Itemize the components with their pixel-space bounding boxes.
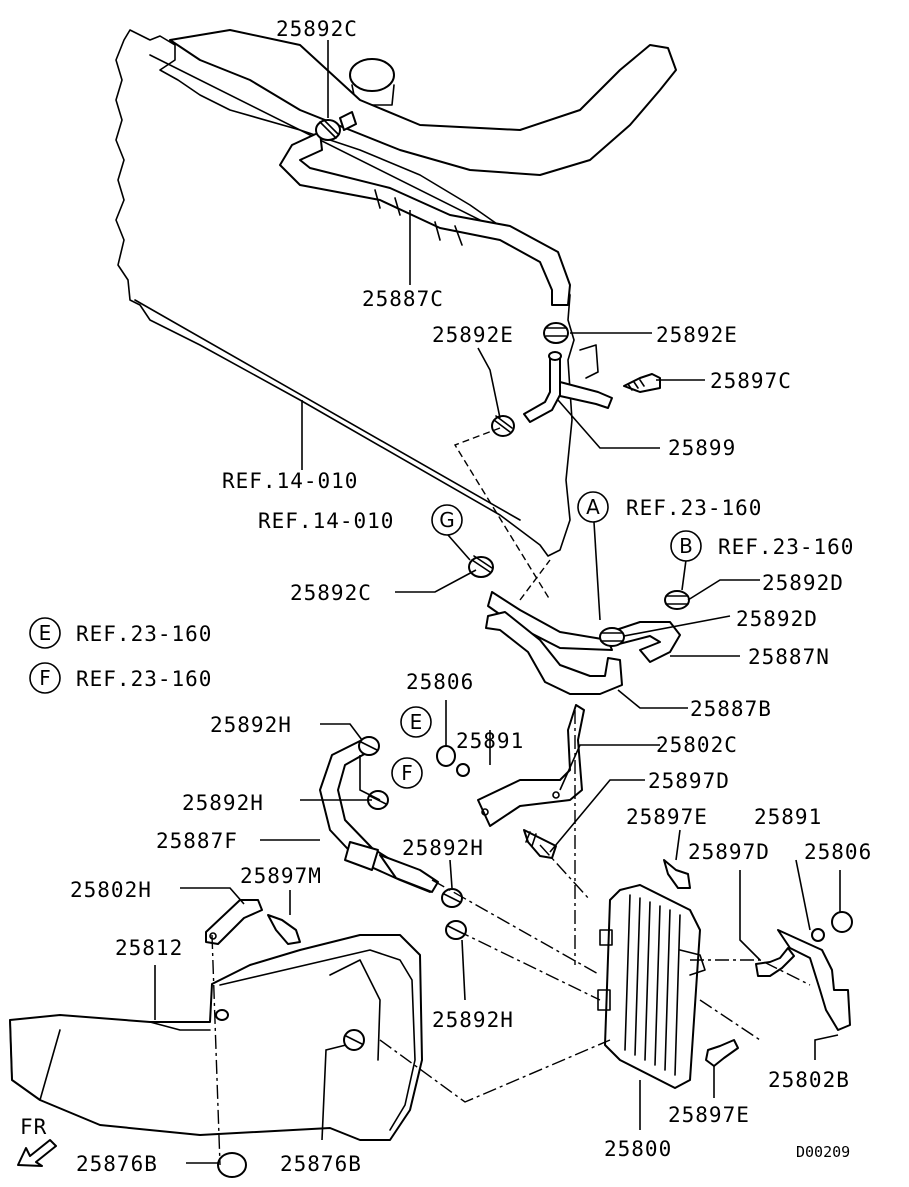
hose-25887F <box>319 739 439 893</box>
label-25887F: 25887F <box>156 829 238 853</box>
callout-E-hose: E <box>400 706 432 738</box>
callout-A: A <box>577 491 609 523</box>
label-ref-14-010-a: REF.14-010 <box>222 469 358 493</box>
clamps-25892D <box>599 590 690 647</box>
label-ref-23-160-e: REF.23-160 <box>76 622 212 646</box>
label-25887C: 25887C <box>362 287 444 311</box>
label-ref-23-160-f: REF.23-160 <box>76 667 212 691</box>
label-25891-mid: 25891 <box>456 729 524 753</box>
drawing-code: D00209 <box>796 1143 850 1161</box>
label-25892E-left: 25892E <box>432 323 514 347</box>
collar-25891-mid <box>456 763 470 777</box>
radiator-outline <box>115 29 575 557</box>
svg-text:G: G <box>439 508 455 532</box>
hose-25887N <box>487 591 681 663</box>
label-25802H: 25802H <box>70 878 152 902</box>
bolt-25897C <box>623 373 661 393</box>
callout-F-legend: F <box>29 662 61 694</box>
label-25892D-2: 25892D <box>736 607 818 631</box>
label-25892H-2: 25892H <box>182 791 264 815</box>
grommet-25806-right <box>831 911 853 933</box>
label-25876B-right: 25876B <box>280 1152 362 1176</box>
label-25892C-mid: 25892C <box>290 581 372 605</box>
label-25892C-top: 25892C <box>276 17 358 41</box>
label-25876B-left: 25876B <box>76 1152 158 1176</box>
svg-text:A: A <box>586 495 600 519</box>
label-25812: 25812 <box>115 936 183 960</box>
bracket-25802B <box>777 929 851 1031</box>
callout-G: G <box>431 504 463 536</box>
grommet-25806-mid <box>436 745 456 767</box>
label-25892H-4: 25892H <box>432 1008 514 1032</box>
bracket-25802C <box>477 704 585 827</box>
svg-text:B: B <box>679 534 693 558</box>
svg-text:E: E <box>39 621 52 645</box>
label-ref-23-160-a: REF.23-160 <box>626 496 762 520</box>
front-direction-arrow-icon <box>17 1139 57 1167</box>
bolt-25897M <box>267 914 301 945</box>
oil-cooler-25800 <box>597 884 706 1089</box>
label-25802C: 25802C <box>656 733 738 757</box>
svg-text:E: E <box>410 710 423 734</box>
hose-25887B <box>485 611 623 695</box>
label-25897D-mid: 25897D <box>648 769 730 793</box>
bolt-25897E-bottom <box>705 1039 739 1067</box>
label-25892H-3: 25892H <box>402 836 484 860</box>
label-ref-14-010-g: REF.14-010 <box>258 509 394 533</box>
bolt-25897D-right <box>755 947 795 977</box>
clip-25876B-left <box>217 1152 247 1178</box>
svg-text:F: F <box>39 666 51 690</box>
label-25897D-right: 25897D <box>688 840 770 864</box>
label-ref-23-160-b: REF.23-160 <box>718 535 854 559</box>
label-25806-right: 25806 <box>804 840 872 864</box>
label-25891-right: 25891 <box>754 805 822 829</box>
clamp-25892E-right <box>543 322 569 344</box>
label-25899: 25899 <box>668 436 736 460</box>
label-25800: 25800 <box>604 1137 672 1161</box>
hose-25892C-mid <box>468 555 494 578</box>
leader-lines <box>154 40 841 1164</box>
label-front: FR <box>20 1115 47 1139</box>
label-25892E-right: 25892E <box>656 323 738 347</box>
bracket-25802H <box>205 899 263 945</box>
label-25892D-1: 25892D <box>762 571 844 595</box>
clamp-25892E-left <box>491 415 515 437</box>
bolt-25897E-top <box>663 859 691 889</box>
clip-25876B-right <box>343 1029 365 1051</box>
callout-B: B <box>670 530 702 562</box>
clamp-25892H-E <box>358 736 380 756</box>
label-25887N: 25887N <box>748 645 830 669</box>
bolt-25897D-mid <box>523 829 557 859</box>
svg-text:F: F <box>401 761 413 785</box>
label-25897C: 25897C <box>710 369 792 393</box>
label-25806-mid: 25806 <box>406 670 474 694</box>
collar-25891-right <box>811 928 825 942</box>
callout-E-legend: E <box>29 617 61 649</box>
label-25897M: 25897M <box>240 864 322 888</box>
clamp-25892C-top <box>315 111 357 141</box>
hose-25887C <box>279 131 571 306</box>
label-25897E-top: 25897E <box>626 805 708 829</box>
pipe-25899 <box>523 344 613 423</box>
clamp-25892H-3 <box>441 888 463 908</box>
label-25887B: 25887B <box>690 697 772 721</box>
label-25802B: 25802B <box>768 1068 850 1092</box>
label-25892H-1: 25892H <box>210 713 292 737</box>
label-25897E-bottom: 25897E <box>668 1103 750 1127</box>
callout-F-hose: F <box>391 757 423 789</box>
